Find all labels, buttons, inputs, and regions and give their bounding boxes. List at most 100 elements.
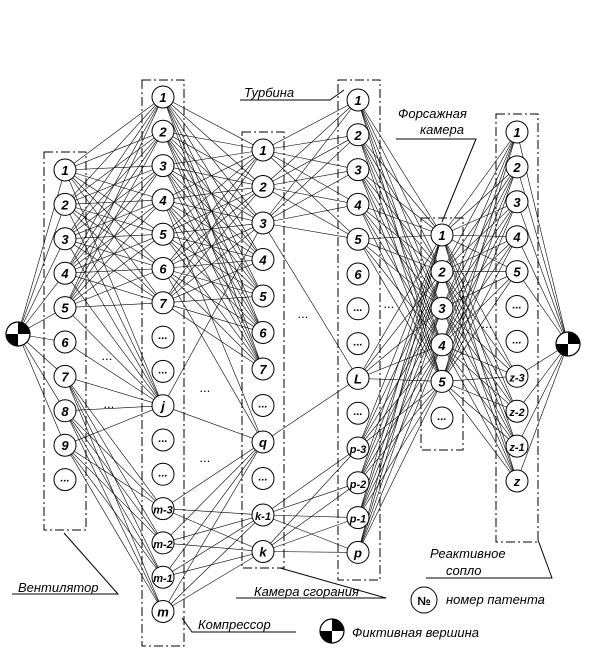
edge-compressor-combustion <box>162 149 264 235</box>
edge-fan-compressor <box>64 96 164 239</box>
edge-afterburner-nozzle <box>441 271 518 412</box>
edge-compressor-combustion <box>162 222 264 269</box>
edge-afterburner-nozzle <box>441 344 518 377</box>
compressor-node-label: m-2 <box>153 539 173 551</box>
afterburner-node-circle <box>430 223 454 247</box>
graph-nodes: 123456789...1234567......j......m-3m-2m-… <box>5 85 581 623</box>
edge-compressor-combustion <box>162 234 264 370</box>
compressor-label: Компрессор <box>198 617 271 632</box>
compressor-node-label: ... <box>158 364 167 376</box>
edge-turbine-afterburner <box>357 381 443 518</box>
turbine-node: p-2 <box>346 471 370 495</box>
edge-afterburner-nozzle <box>441 271 518 382</box>
edge-turbine-afterburner <box>357 204 443 309</box>
fan-box <box>43 151 87 531</box>
edge-turbine-afterburner <box>357 169 443 236</box>
edge-fan-compressor <box>64 204 164 406</box>
compressor-node-label: 7 <box>159 296 167 311</box>
edge-compressor-combustion <box>162 131 264 370</box>
fan-node: 2 <box>53 192 77 216</box>
edge-turbine-afterburner <box>357 344 443 483</box>
edge-combustion-turbine <box>262 551 359 553</box>
nozzle-node-circle <box>505 225 529 249</box>
fan-leader <box>12 532 120 595</box>
combustion-node: 3 <box>251 211 275 235</box>
edge-compressor-combustion <box>162 96 264 224</box>
edge-turbine-afterburner <box>357 381 443 483</box>
edge-combustion-turbine <box>262 134 359 224</box>
nozzle-label-line1: Реактивное <box>430 546 506 561</box>
turbine-node-label: p-2 <box>349 479 367 491</box>
compressor-node-circle <box>151 119 175 143</box>
edge-source-fan <box>17 333 66 446</box>
nozzle-node: z <box>505 469 529 493</box>
edge-compressor-combustion <box>162 268 264 333</box>
nozzle-node: 3 <box>505 190 529 214</box>
edge-combustion-turbine <box>262 186 359 205</box>
edge-afterburner-nozzle <box>441 234 518 412</box>
turbine-node-label: p-1 <box>349 514 367 526</box>
compressor-node: m-2 <box>151 531 175 555</box>
edge-turbine-afterburner <box>357 271 443 553</box>
turbine-node-circle <box>346 297 370 321</box>
edge-turbine-afterburner <box>357 134 443 345</box>
edge-compressor-combustion <box>162 222 264 304</box>
compressor-node-label: m-1 <box>153 573 173 585</box>
fan-node: 4 <box>53 261 77 285</box>
compressor-node-circle <box>151 462 175 486</box>
compressor-node: 4 <box>151 188 175 212</box>
edge-turbine-afterburner <box>357 271 443 379</box>
edge-afterburner-nozzle <box>441 236 518 382</box>
column-boxes <box>43 79 539 647</box>
compressor-node-label: 4 <box>158 193 167 208</box>
combustion-node: k <box>251 540 275 563</box>
fan-node-label: 9 <box>61 438 69 453</box>
nozzle-node-label: 2 <box>512 160 521 175</box>
turbine-node: 4 <box>346 192 370 216</box>
edge-afterburner-nozzle <box>441 236 518 309</box>
edge-compressor-combustion <box>162 514 264 612</box>
edge-afterburner-nozzle <box>441 131 518 236</box>
edge-fan-compressor <box>64 165 164 308</box>
nozzle-node: z-1 <box>505 434 529 458</box>
turbine-node: 3 <box>346 158 370 182</box>
turbine-node-label: 2 <box>353 128 362 143</box>
edge-compressor-combustion <box>162 149 264 269</box>
edge-compressor-combustion <box>162 268 264 297</box>
compressor-node-label: ... <box>158 467 167 479</box>
edge-afterburner-nozzle <box>441 234 518 272</box>
edge-afterburner-nozzle <box>441 166 518 382</box>
fan-node-label: 6 <box>61 335 69 350</box>
edge-turbine-afterburner <box>357 307 443 379</box>
edge-afterburner-nozzle <box>441 201 518 382</box>
edge-combustion-turbine <box>262 99 359 224</box>
edge-compressor-combustion <box>162 165 264 297</box>
afterburner-node: ... <box>430 406 454 430</box>
compressor-node: m <box>151 600 175 623</box>
turbine-node: 6 <box>346 262 370 286</box>
edge-nozzle-sink <box>516 271 569 345</box>
edge-nozzle-sink <box>516 343 569 412</box>
turbine-node-label: 4 <box>353 197 362 212</box>
edge-combustion-turbine <box>262 514 359 553</box>
edge-afterburner-nozzle <box>441 201 518 309</box>
edge-afterburner-nozzle <box>441 381 518 482</box>
edge-turbine-afterburner <box>357 169 443 345</box>
edge-fan-compressor <box>64 169 164 406</box>
compressor-node-label: j <box>159 399 165 414</box>
combustion-node-label: 4 <box>258 253 267 268</box>
fan-node: 3 <box>53 227 77 251</box>
afterburner-node: 2 <box>430 260 454 284</box>
edge-fan-compressor <box>64 376 164 406</box>
edge-combustion-turbine <box>262 514 359 518</box>
edge-source-fan <box>17 273 66 335</box>
edge-compressor-combustion <box>162 199 264 224</box>
edge-compressor-combustion <box>162 441 264 509</box>
afterburner-node-circle <box>430 406 454 430</box>
combustion-node-circle <box>251 394 275 417</box>
nozzle-node: 4 <box>505 225 529 249</box>
edge-compressor-combustion <box>162 96 264 151</box>
graph-edges <box>17 96 569 612</box>
edge-turbine-afterburner <box>357 344 443 553</box>
edge-turbine-afterburner <box>357 344 443 449</box>
